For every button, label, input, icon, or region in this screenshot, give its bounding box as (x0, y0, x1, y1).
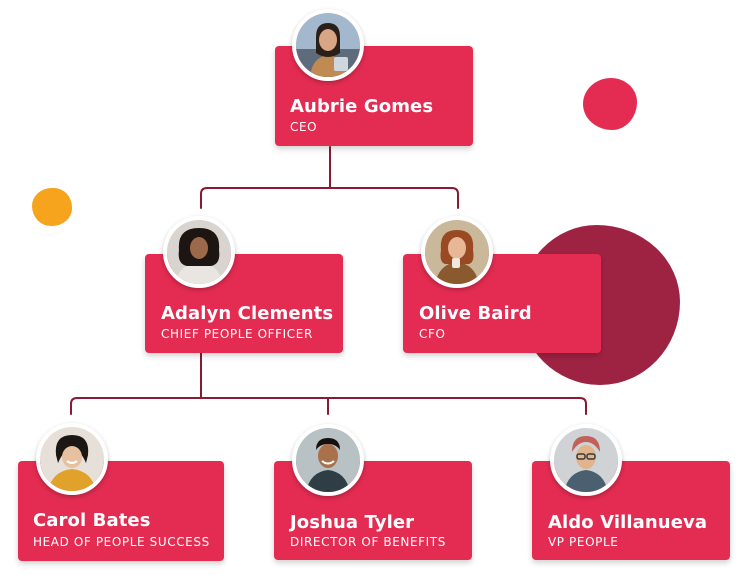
person-name: Olive Baird (419, 303, 532, 324)
avatar-head-people-success[interactable] (36, 423, 108, 495)
avatar-vp-people[interactable] (550, 424, 622, 496)
decorative-blob-orange (32, 188, 72, 226)
person-photo-icon (425, 220, 489, 284)
person-name: Aubrie Gomes (290, 96, 434, 117)
person-title: CFO (419, 327, 446, 341)
avatar-cfo[interactable] (421, 216, 493, 288)
person-name: Adalyn Clements (161, 303, 334, 324)
person-title: DIRECTOR OF BENEFITS (290, 535, 446, 549)
person-name: Aldo Villanueva (548, 512, 708, 533)
org-card-cfo[interactable]: Olive Baird CFO (403, 254, 601, 353)
avatar-ceo[interactable] (292, 9, 364, 81)
connector-level2-bar (200, 187, 459, 209)
avatar-director-benefits[interactable] (292, 424, 364, 496)
person-photo-icon (554, 428, 618, 492)
person-title: VP PEOPLE (548, 535, 619, 549)
person-title: HEAD OF PEOPLE SUCCESS (33, 535, 210, 549)
org-card-ceo[interactable]: Aubrie Gomes CEO (275, 46, 473, 146)
person-photo-icon (296, 13, 360, 77)
person-title: CHIEF PEOPLE OFFICER (161, 327, 313, 341)
avatar-cpo[interactable] (163, 216, 235, 288)
person-photo-icon (40, 427, 104, 491)
decorative-blob-pink (583, 78, 637, 130)
person-photo-icon (296, 428, 360, 492)
person-name: Joshua Tyler (290, 512, 415, 533)
person-title: CEO (290, 120, 318, 134)
person-name: Carol Bates (33, 510, 151, 531)
person-photo-icon (167, 220, 231, 284)
